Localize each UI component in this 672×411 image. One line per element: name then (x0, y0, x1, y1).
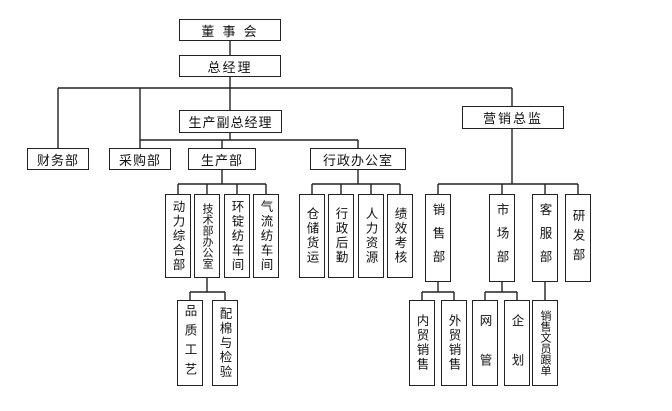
purchasing-dept-box: 采购部 (109, 148, 171, 170)
sales-dept-box: 销售部 (425, 194, 451, 282)
foreign-sales-box: 外贸销售 (441, 300, 467, 386)
general-manager-box: 总经理 (179, 55, 281, 77)
power-dept-box: 动力综合部 (165, 194, 191, 278)
board-box: 董 事 会 (179, 19, 281, 41)
customer-service-box: 客服部 (532, 194, 558, 282)
domestic-sales-box: 内贸销售 (409, 300, 435, 386)
marketing-director-box: 营销总监 (462, 106, 564, 129)
tech-office-box: 技术部办公室 (194, 194, 220, 278)
planning-box: 企 划 (504, 300, 530, 386)
network-admin-box: 网 管 (472, 300, 498, 386)
finance-dept-box: 财务部 (27, 148, 89, 170)
admin-office-box: 行政办公室 (310, 148, 406, 170)
air-spinning-workshop-box: 气流纺车间 (253, 194, 279, 278)
performance-review-box: 绩效考核 (387, 194, 413, 278)
storage-transport-box: 仓储货运 (299, 194, 325, 278)
admin-logistics-box: 行政后勤 (328, 194, 354, 278)
sales-clerk-box: 销售文员跟单 (532, 300, 558, 386)
market-dept-box: 市场部 (489, 194, 515, 282)
ring-spinning-workshop-box: 环锭纺车间 (224, 194, 250, 278)
production-dept-box: 生产部 (188, 148, 256, 170)
rnd-dept-box: 研发部 (565, 194, 591, 282)
human-resources-box: 人力资源 (358, 194, 384, 278)
cotton-inspection-box: 配棉与检验 (212, 300, 238, 386)
deputy-production-gm-box: 生产副总经理 (179, 110, 282, 133)
quality-process-box: 品质工艺 (177, 300, 203, 386)
